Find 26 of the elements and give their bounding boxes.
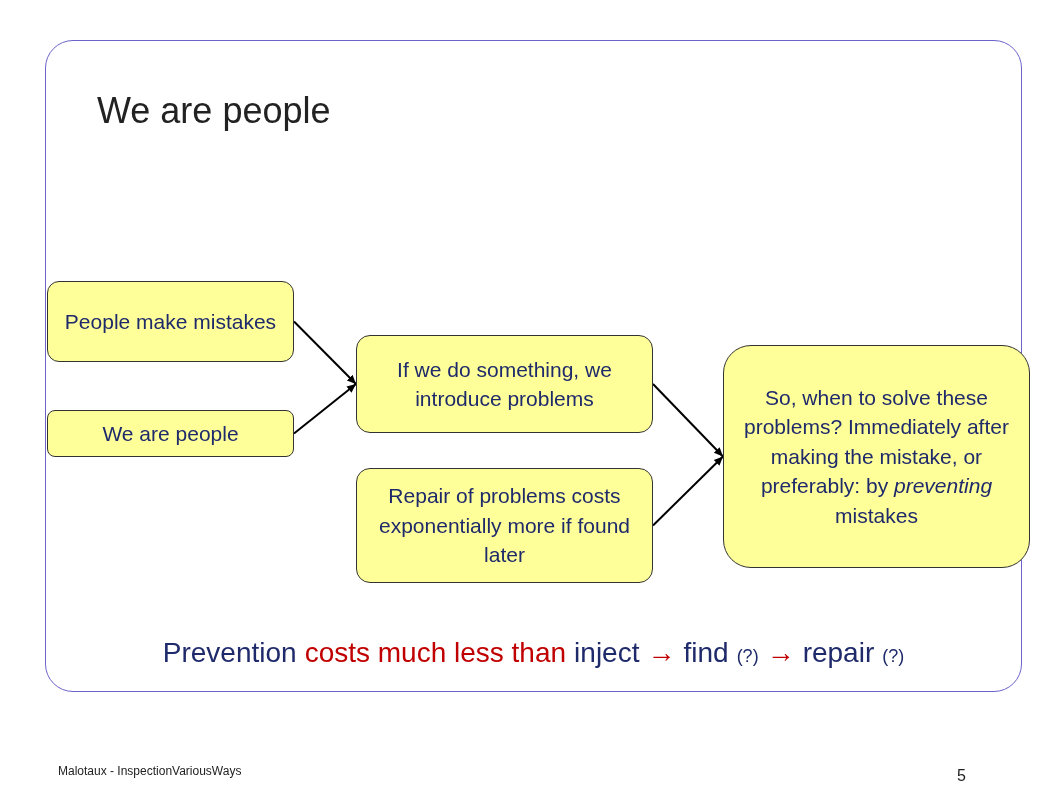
box-text: If we do something, we introduce problems: [396, 356, 613, 412]
process-box: [356, 335, 653, 433]
process-box: [47, 281, 294, 362]
box-text: We are people: [102, 420, 239, 447]
box-text: Repair of problems costs exponentially more if found later: [378, 483, 631, 569]
process-box: [356, 468, 653, 583]
arrow-symbol: →: [766, 636, 795, 670]
page-number: 5: [957, 766, 966, 786]
question-mark-note: (?): [736, 645, 759, 668]
statement-text: inject: [574, 636, 640, 670]
footer-text: Malotaux - InspectionVariousWays: [58, 763, 242, 780]
statement-text: find: [683, 636, 729, 670]
arrow: [652, 383, 724, 458]
process-box: [47, 410, 294, 457]
statement-text: costs much less than: [304, 636, 567, 670]
arrow: [293, 383, 357, 435]
process-box: [723, 345, 1030, 568]
arrow: [293, 320, 357, 385]
statement-text: repair: [802, 636, 875, 670]
question-mark-note: (?): [882, 645, 905, 668]
statement-text: Prevention: [162, 636, 297, 670]
box-text: So, when to solve these problems? Immediately after making the mistake, or preferably: by preventing mistakes: [743, 385, 1010, 529]
slide-title: We are people: [97, 89, 331, 133]
arrow-symbol: →: [647, 636, 676, 670]
box-text: People make mistakes: [64, 308, 277, 335]
arrow: [652, 455, 724, 527]
